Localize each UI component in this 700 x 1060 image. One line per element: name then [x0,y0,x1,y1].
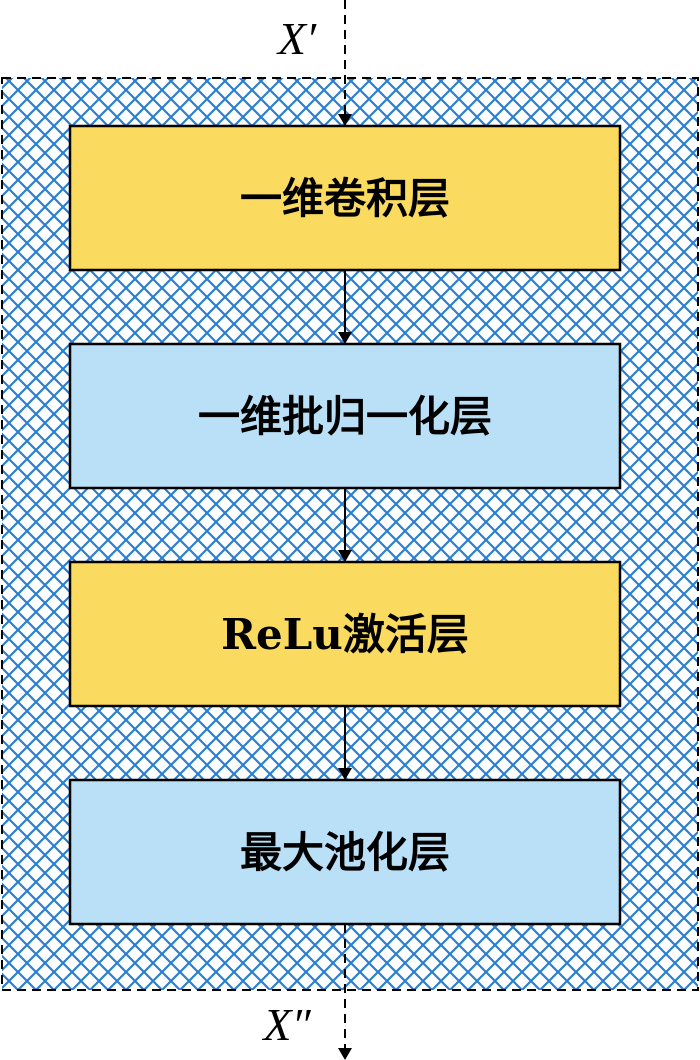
output-label: X″ [261,999,311,1050]
input-label: X′ [276,13,317,64]
layer-box-conv1d [68,124,622,272]
layer-box-maxpool [68,778,622,926]
layer-label-maxpool: 最大池化层 [240,828,450,877]
layer-box-batchnorm1d [68,342,622,490]
layer-label-relu: ReLu激活层 [221,610,469,659]
layer-label-conv1d: 一维卷积层 [240,174,450,223]
layer-label-batchnorm1d: 一维批归一化层 [198,392,492,441]
layer-box-relu [68,560,622,708]
